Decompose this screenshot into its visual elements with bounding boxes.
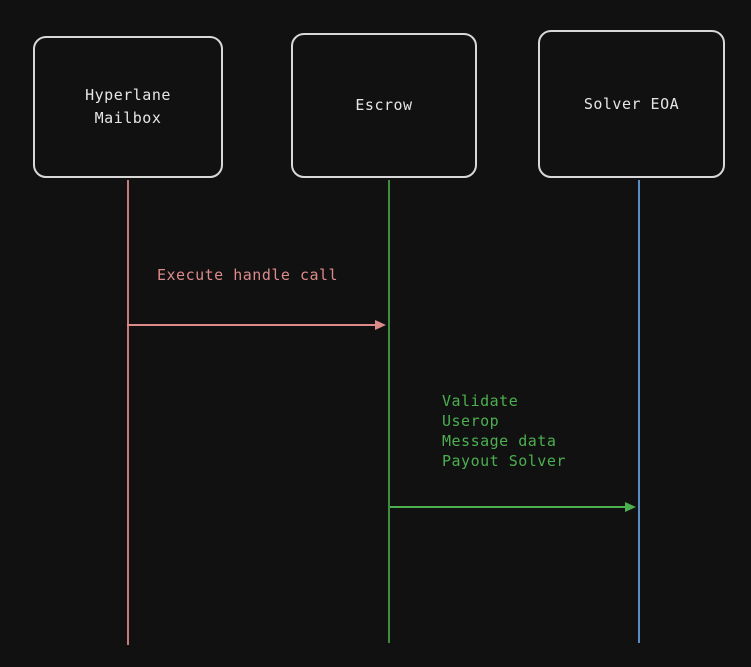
- participant-label-escrow: Escrow: [355, 96, 413, 114]
- message-label-validate-payout: Validate Userop Message data Payout Solv…: [442, 392, 566, 470]
- lifeline-solver-eoa: [638, 180, 640, 643]
- participant-label-solver-eoa: Solver EOA: [583, 94, 680, 113]
- lifeline-escrow: [388, 180, 390, 643]
- participant-label-hyperlane-mailbox: Hyperlane Mailbox: [85, 86, 171, 127]
- participant-box-solver-eoa[interactable]: Solver EOA: [538, 30, 725, 178]
- message-arrow-execute-handle-call: [127, 317, 386, 333]
- participant-box-escrow[interactable]: Escrow: [291, 33, 477, 178]
- lifeline-hyperlane-mailbox: [127, 180, 129, 645]
- message-arrow-validate-payout: [390, 499, 636, 515]
- message-label-execute-handle-call: Execute handle call: [157, 266, 339, 284]
- participant-box-hyperlane-mailbox[interactable]: Hyperlane Mailbox: [33, 36, 223, 178]
